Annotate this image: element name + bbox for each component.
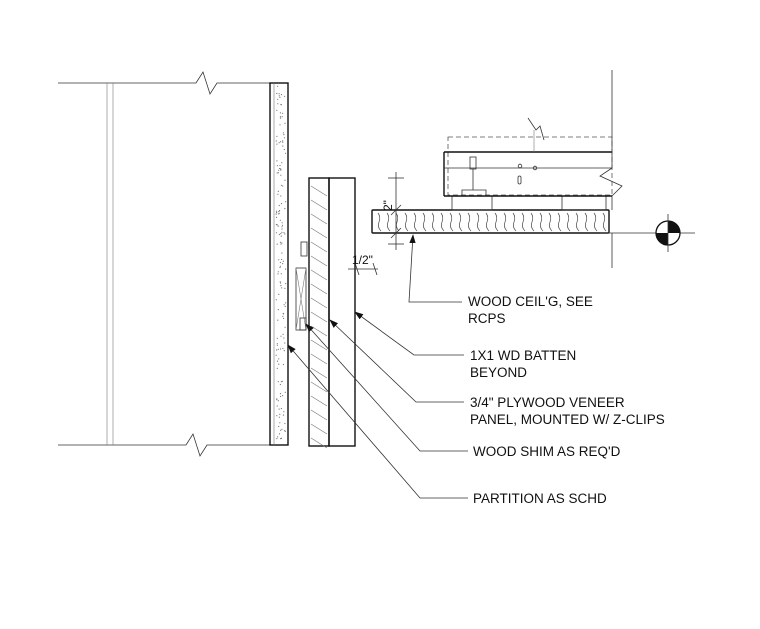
callout-plywood-line1: 3/4" PLYWOOD VENEER bbox=[470, 395, 625, 410]
leader-wood-ceiling bbox=[408, 234, 462, 303]
ceiling-framing bbox=[443, 70, 623, 268]
wood-ceiling bbox=[371, 195, 610, 234]
centerline-target-icon bbox=[600, 214, 695, 252]
callouts: WOOD CEIL'G, SEE RCPS 1X1 WD BATTEN BEYO… bbox=[468, 294, 665, 506]
break-line-icon bbox=[58, 71, 270, 95]
gypsum-stipple bbox=[275, 85, 287, 440]
callout-batten-line2: BEYOND bbox=[470, 365, 527, 380]
break-line-icon bbox=[58, 433, 270, 457]
leader-batten bbox=[354, 311, 464, 356]
leader-plywood bbox=[329, 319, 464, 403]
callout-plywood-line2: PANEL, MOUNTED W/ Z-CLIPS bbox=[470, 412, 665, 427]
plywood-veneer-panel bbox=[308, 177, 356, 449]
dimension-label-2in: 2" bbox=[381, 200, 395, 211]
leader-lines bbox=[287, 234, 468, 499]
leader-shim bbox=[305, 323, 468, 452]
dimension-ceiling-thickness: 2" bbox=[381, 172, 404, 250]
callout-batten-line1: 1X1 WD BATTEN bbox=[470, 348, 576, 363]
leader-partition bbox=[287, 344, 468, 499]
callout-partition: PARTITION AS SCHD bbox=[473, 491, 607, 506]
callout-wood-ceiling-line1: WOOD CEIL'G, SEE bbox=[468, 294, 593, 309]
break-line-icon bbox=[599, 152, 623, 210]
callout-shim: WOOD SHIM AS REQ'D bbox=[473, 444, 621, 459]
partition bbox=[58, 71, 289, 457]
dimension-label-half-inch: 1/2" bbox=[352, 253, 373, 267]
wood-shim-and-batten bbox=[295, 241, 308, 331]
dimension-shim-gap: 1/2" bbox=[348, 253, 378, 276]
callout-wood-ceiling-line2: RCPS bbox=[468, 311, 506, 326]
